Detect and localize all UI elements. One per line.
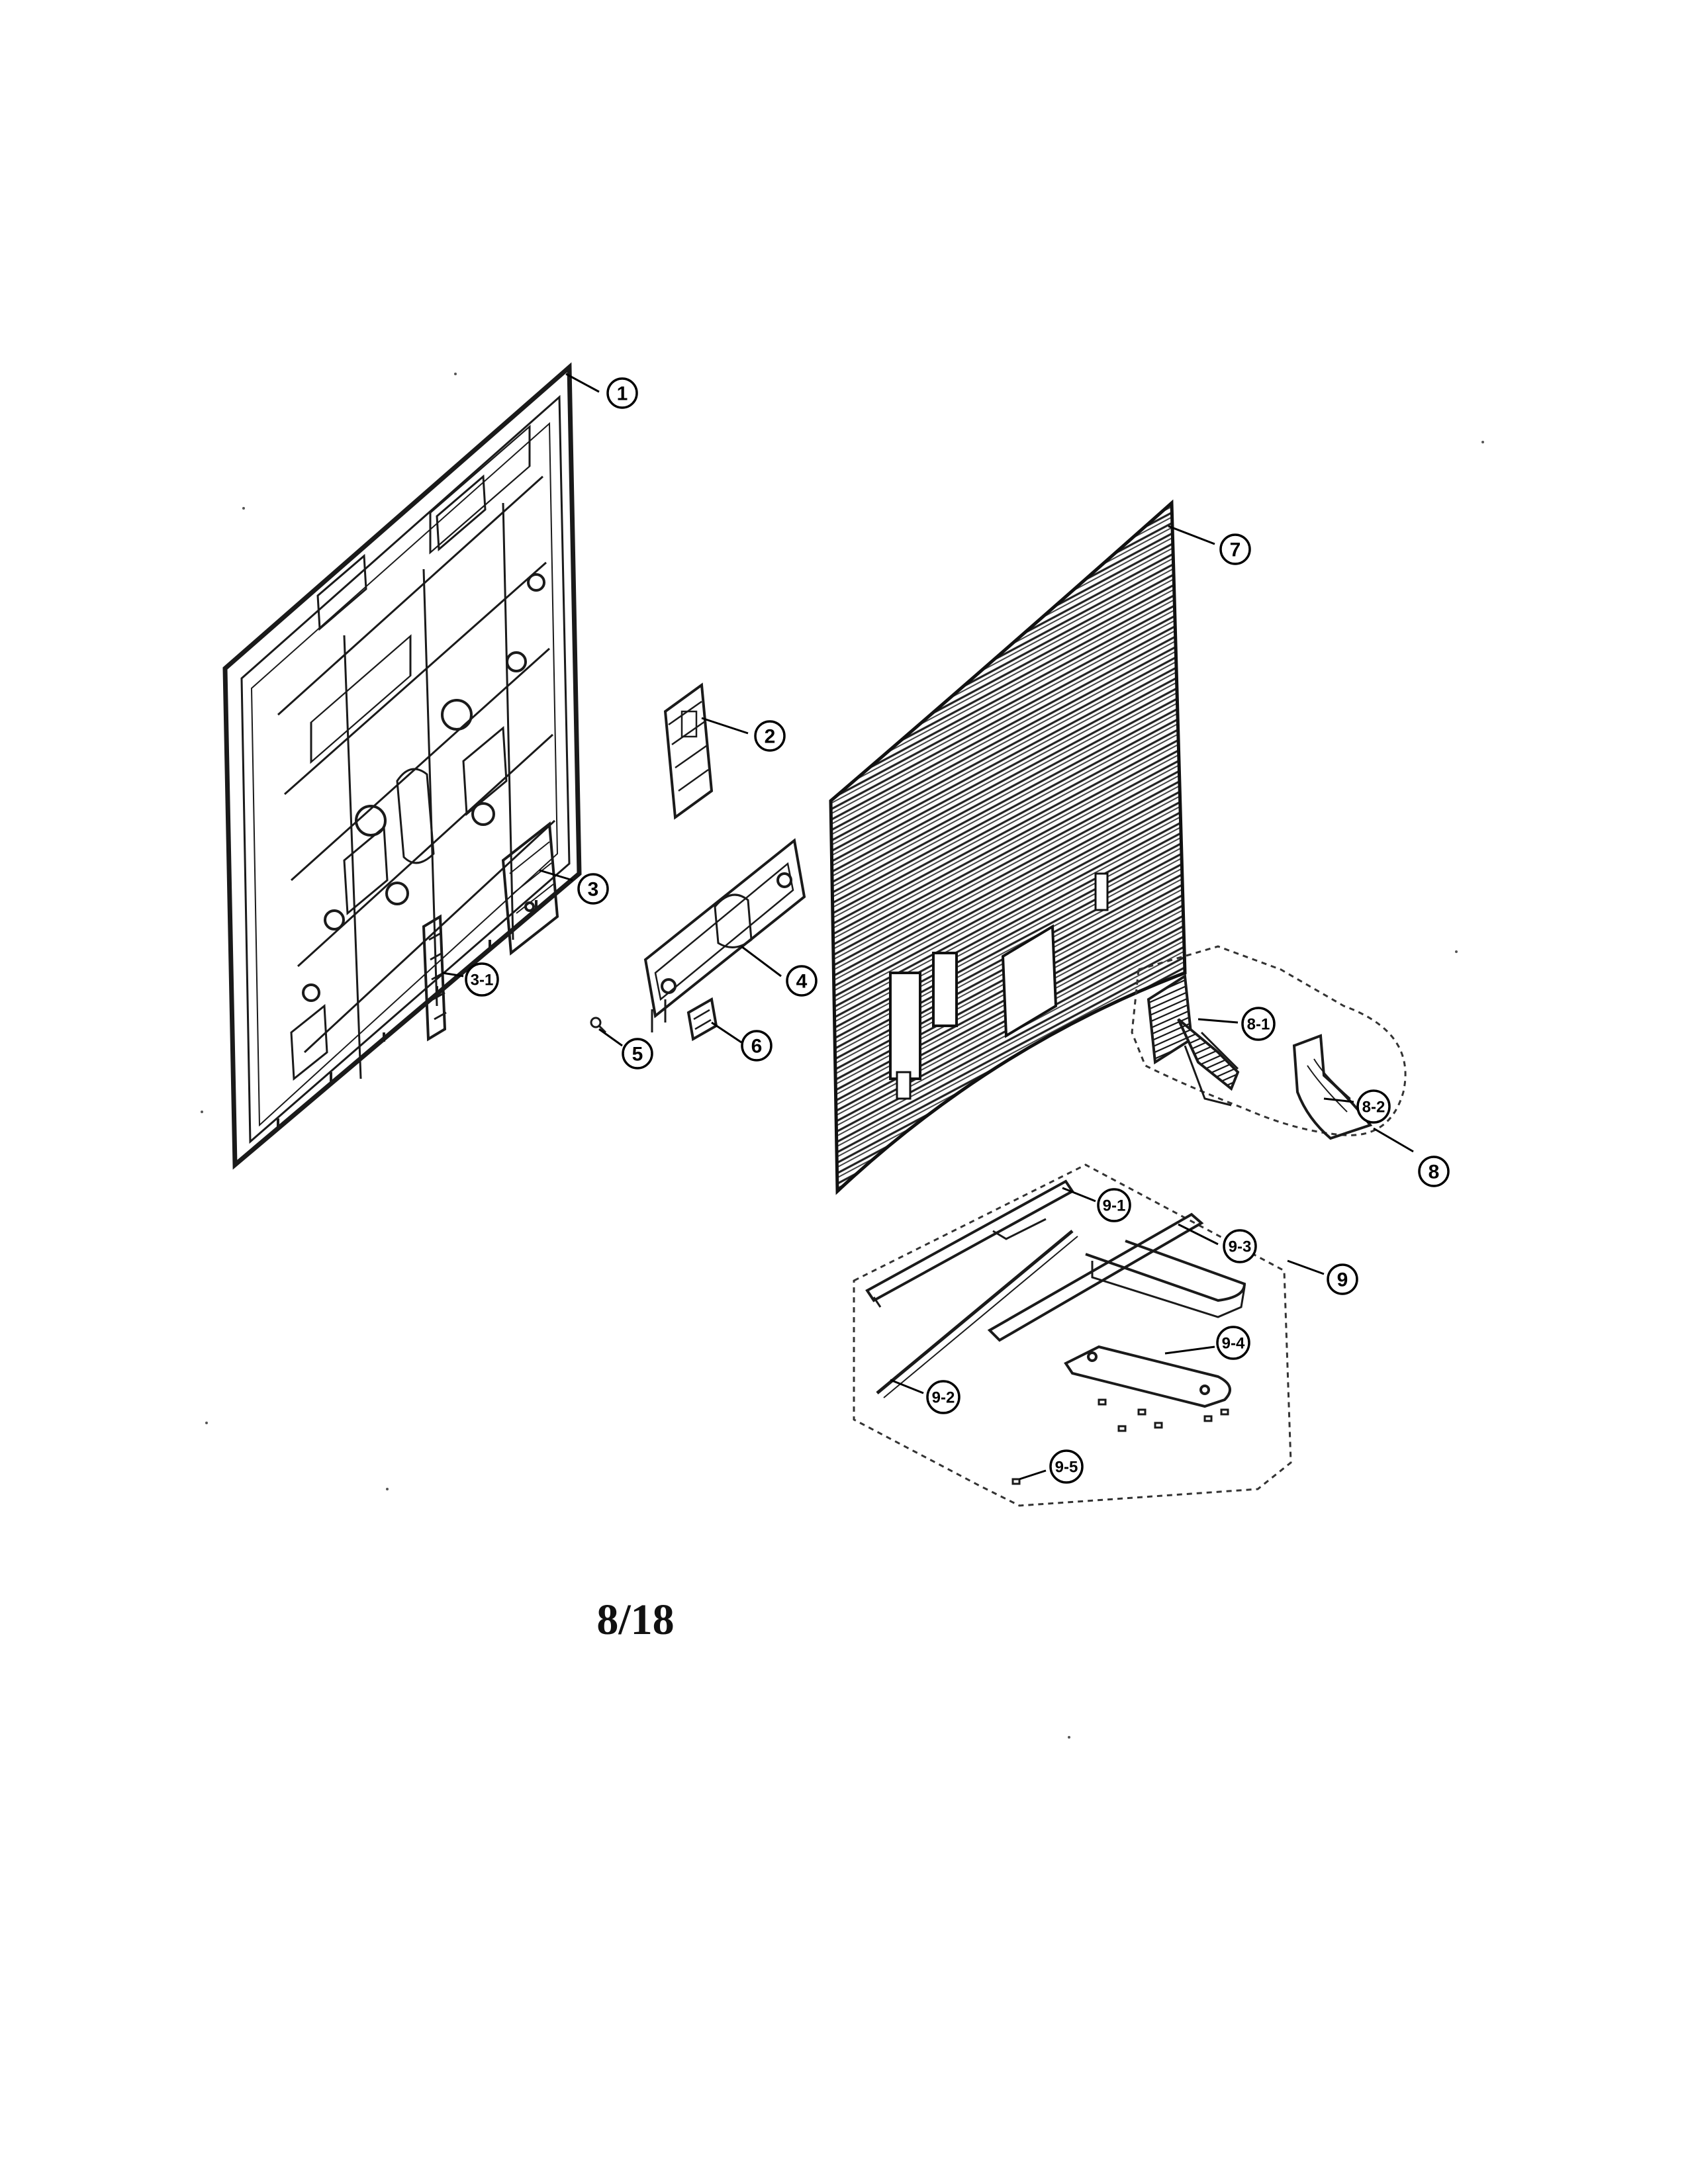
callout-label: 6 (751, 1036, 763, 1058)
callout-2: 2 (754, 720, 786, 752)
scan-specks (201, 373, 1484, 1739)
part-1-chassis-frame (222, 362, 582, 1170)
part-9-1-stand-bar (865, 1179, 1074, 1308)
leader-line-3-1 (442, 972, 464, 978)
callout-7: 7 (1219, 533, 1251, 565)
part-7-rear-cover (829, 499, 1187, 1195)
callout-label: 3-1 (471, 972, 494, 989)
callout-1: 1 (606, 377, 638, 409)
callout-5: 5 (622, 1038, 653, 1069)
callout-label: 8 (1429, 1161, 1440, 1183)
callout-label: 1 (617, 383, 628, 405)
callout-9: 9 (1327, 1263, 1358, 1295)
part-2-board (663, 682, 714, 820)
callout-label: 9 (1337, 1269, 1348, 1291)
leader-line-4 (741, 945, 782, 978)
leader-line-7 (1168, 525, 1215, 545)
callout-3-1: 3-1 (465, 962, 499, 997)
leader-line-8 (1373, 1127, 1414, 1153)
callout-label: 9-1 (1103, 1197, 1126, 1215)
callout-label: 9-3 (1229, 1238, 1252, 1256)
part-4-bracket (643, 838, 806, 1032)
callout-8-1: 8-1 (1241, 1007, 1276, 1041)
part-5-screw (590, 1017, 607, 1034)
leader-line-9-5 (1019, 1469, 1047, 1480)
callout-4: 4 (786, 965, 818, 997)
part-9-2-rod (876, 1230, 1078, 1398)
callout-label: 9-2 (932, 1389, 955, 1407)
callout-9-2: 9-2 (926, 1380, 961, 1414)
callout-label: 7 (1230, 539, 1241, 561)
page-number: 8/18 (596, 1596, 675, 1644)
part-9-5-screws (1011, 1398, 1229, 1485)
leader-line-9-2 (890, 1379, 924, 1394)
leader-line-9 (1287, 1259, 1325, 1275)
callout-label: 4 (796, 971, 808, 993)
part-8-2-stand-cover (1292, 1034, 1373, 1140)
callout-label: 3 (588, 879, 599, 901)
callout-label: 9-4 (1222, 1335, 1245, 1353)
leader-line-8-1 (1197, 1018, 1239, 1024)
part-3-1-bracket (422, 914, 447, 1042)
callout-label: 9-5 (1055, 1459, 1078, 1477)
part-3-board (501, 821, 559, 956)
callout-8: 8 (1418, 1156, 1450, 1187)
callout-6: 6 (741, 1030, 773, 1062)
leader-line-2 (701, 717, 749, 735)
callout-label: 2 (765, 726, 776, 748)
part-8-1-stand-mount (1147, 974, 1240, 1107)
callout-9-3: 9-3 (1223, 1229, 1257, 1263)
part-9-4-base-plate (1064, 1345, 1231, 1408)
leader-line-6 (711, 1021, 742, 1044)
leader-line-9-1 (1062, 1187, 1096, 1203)
callout-9-4: 9-4 (1216, 1326, 1250, 1360)
callout-label: 8-2 (1362, 1099, 1385, 1116)
leader-line-5 (598, 1028, 623, 1047)
callout-label: 5 (632, 1044, 643, 1066)
part-9-group-boundary (853, 1163, 1292, 1507)
leader-line-3 (539, 869, 573, 882)
leader-line-9-4 (1164, 1345, 1215, 1355)
callout-9-5: 9-5 (1049, 1449, 1084, 1484)
leader-line-8-2 (1323, 1097, 1354, 1103)
leader-line-9-3 (1178, 1223, 1219, 1246)
callout-8-2: 8-2 (1356, 1089, 1391, 1124)
callout-3: 3 (577, 873, 609, 905)
leader-line-1 (565, 373, 600, 393)
callout-label: 8-1 (1247, 1016, 1270, 1034)
part-6-connector (686, 997, 718, 1042)
part-9-3-stand-leg (987, 1212, 1246, 1342)
callout-9-1: 9-1 (1097, 1188, 1131, 1222)
